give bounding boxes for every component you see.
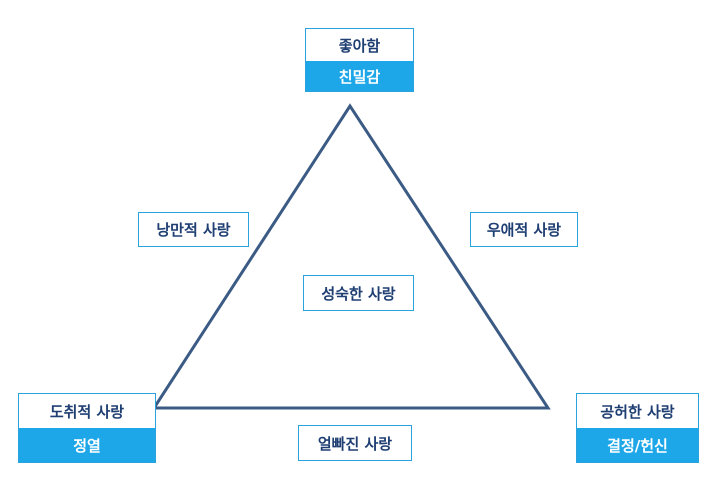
vertex-top-box: 좋아함 친밀감: [305, 28, 414, 92]
edge-bottom-label: 얼빠진 사랑: [298, 425, 412, 461]
vertex-top-component: 친밀감: [306, 61, 413, 91]
vertex-bottom-right-box: 공허한 사랑 결정/헌신: [576, 393, 699, 463]
vertex-bottom-left-label: 도취적 사랑: [49, 402, 125, 421]
vertex-bottom-right-label: 공허한 사랑: [600, 402, 675, 421]
triangle-outline: [151, 103, 551, 410]
edge-right-label: 우애적 사랑: [470, 212, 578, 247]
vertex-bottom-left-box: 도취적 사랑 정열: [18, 393, 156, 463]
vertex-bottom-right-component: 결정/헌신: [577, 428, 698, 462]
edge-left-label: 낭만적 사랑: [138, 212, 249, 247]
center-label: 성숙한 사랑: [303, 275, 414, 311]
vertex-bottom-left-component: 정열: [19, 428, 155, 462]
vertex-top-label: 좋아함: [338, 36, 381, 55]
